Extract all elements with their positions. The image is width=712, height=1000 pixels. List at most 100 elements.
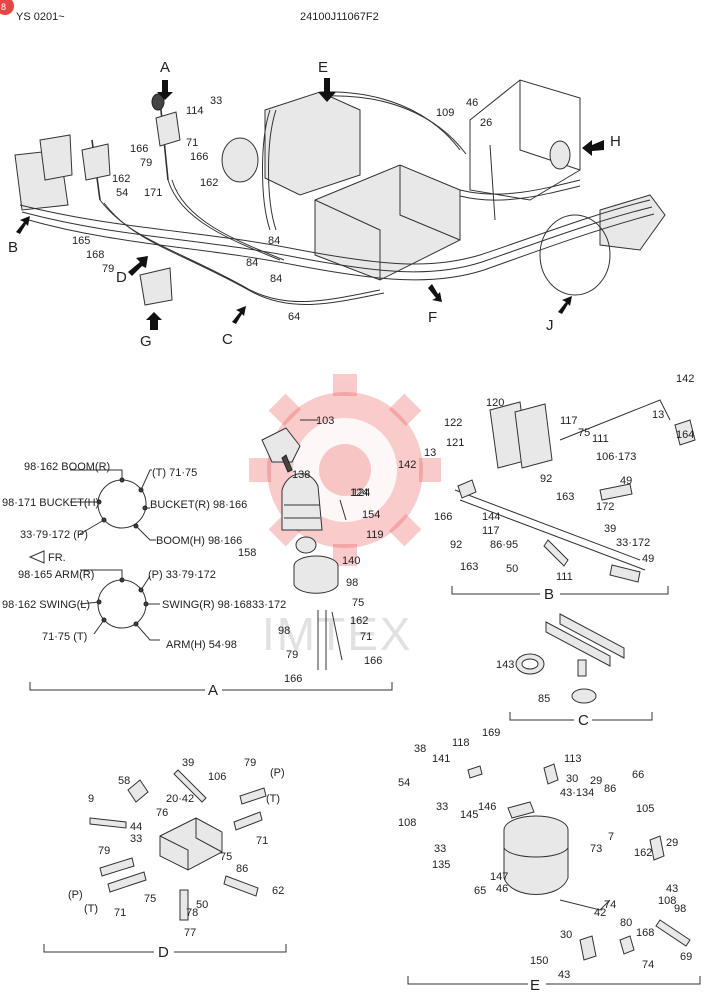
view-b-callouts: 142 13 164 122 120 117 75 111 106·173 12… <box>350 373 694 583</box>
callout: 124 <box>352 487 370 499</box>
callout: 114 <box>186 105 204 117</box>
callout: 172 <box>596 501 614 513</box>
callout: 162 <box>200 177 218 189</box>
callout: 33 <box>434 843 446 855</box>
callout: 7 <box>608 831 614 843</box>
callout: 79 <box>140 157 152 169</box>
main-callouts: 33 114 166 79 71 166 171 162 162 54 165 … <box>72 95 492 323</box>
callout: 109 <box>436 107 454 119</box>
callout: 166 <box>190 151 208 163</box>
callout: 75 <box>352 597 364 609</box>
callout: 113 <box>564 753 582 765</box>
callout: 124 <box>350 487 368 499</box>
callout: 117 <box>482 525 500 537</box>
callout: 165 <box>72 235 90 247</box>
callout: 42 <box>594 907 606 919</box>
callout: 43 <box>558 969 570 981</box>
callout: 54 <box>116 187 128 199</box>
view-d-callouts: 9 58 39 106 79 (P) 20·42 (T) 44 33 76 71… <box>68 757 285 939</box>
callout: 145 <box>460 809 478 821</box>
callout: 86 <box>236 863 248 875</box>
callout: 119 <box>366 529 384 541</box>
view-a-label: A <box>208 682 218 699</box>
arrow-e-label: E <box>318 59 328 76</box>
pattern-p-bottom: (P) 33·79·172 <box>148 569 216 581</box>
callout: 166 <box>130 143 148 155</box>
callout: 122 <box>444 417 462 429</box>
view-c-label: C <box>578 712 589 729</box>
callout: 111 <box>592 433 609 445</box>
callout: 13 <box>652 409 664 421</box>
callout: 84 <box>270 273 282 285</box>
view-e-label: E <box>530 977 540 994</box>
callout: 92 <box>450 539 462 551</box>
callout: 46 <box>466 97 478 109</box>
callout: 154 <box>362 509 380 521</box>
callout: 58 <box>118 775 130 787</box>
pattern-arm-r: 98·165 ARM(R) <box>18 569 94 581</box>
arrow-h-icon <box>582 140 604 156</box>
callout: 121 <box>446 437 464 449</box>
callout: 77 <box>184 927 196 939</box>
callout: 135 <box>432 859 450 871</box>
callout: 49 <box>642 553 654 565</box>
view-d: 9 58 39 106 79 (P) 20·42 (T) 44 33 76 71… <box>43 757 287 961</box>
callout: 62 <box>272 885 284 897</box>
callout: (P) <box>68 889 83 901</box>
callout: 9 <box>88 793 94 805</box>
callout: 162 <box>112 173 130 185</box>
view-e-frame <box>407 976 528 985</box>
callout: 108 <box>398 817 416 829</box>
arrow-d-icon <box>128 256 148 276</box>
arrow-j-icon <box>558 296 572 314</box>
callout: 146 <box>478 801 496 813</box>
callout: 164 <box>676 429 694 441</box>
arrow-c-icon <box>232 306 246 324</box>
view-b: 142 13 164 122 120 117 75 111 106·173 12… <box>350 373 696 603</box>
pattern-swing-r: SWING(R) 98·168 <box>162 599 252 611</box>
callout: 105 <box>636 803 654 815</box>
callout: (T) <box>266 793 280 805</box>
arrow-j-label: J <box>546 317 554 334</box>
callout: 168 <box>636 927 654 939</box>
callout: 33·172 <box>616 537 650 549</box>
pattern-p-top: 33·79·172 (P) <box>20 529 88 541</box>
callout: 33 <box>130 833 142 845</box>
callout: (T) <box>84 903 98 915</box>
callout: 29 <box>590 775 602 787</box>
arrow-b-label: B <box>8 239 18 256</box>
callout: 65 <box>474 885 486 897</box>
arrow-c-label: C <box>222 331 233 348</box>
callout: 162 <box>634 847 652 859</box>
arrow-f-icon <box>428 284 442 302</box>
pattern-boom-h: BOOM(H) 98·166 <box>156 535 242 547</box>
main-assembly-view: A B C D E F G H J 33 114 166 79 71 166 1… <box>8 59 666 350</box>
callout: 141 <box>432 753 450 765</box>
view-e-callouts: 38 118 169 113 141 30 54 43·134 29 66 33… <box>398 727 692 981</box>
callout: 13 <box>424 447 436 459</box>
callout: 43 <box>666 883 678 895</box>
callout: 150 <box>530 955 548 967</box>
view-c: 143 85 C <box>496 613 653 729</box>
pattern-bucket-r: BUCKET(R) 98·166 <box>150 499 247 511</box>
callout: 30 <box>566 773 578 785</box>
callout: 30 <box>560 929 572 941</box>
pattern-arm-h: ARM(H) 54·98 <box>166 639 237 651</box>
pattern-bucket-h: 98·171 BUCKET(H) <box>2 497 99 509</box>
callout: 143 <box>496 659 514 671</box>
view-a-frame <box>29 682 205 691</box>
callout: 66 <box>632 769 644 781</box>
model-range: YS 0201~ <box>16 11 65 23</box>
callout: 79 <box>98 845 110 857</box>
callout: 84 <box>246 257 258 269</box>
callout: (P) <box>270 767 285 779</box>
callout: 79 <box>286 649 298 661</box>
pattern-swing-l: 98·162 SWING(L) <box>2 599 90 611</box>
callout: 169 <box>482 727 500 739</box>
callout: 38 <box>414 743 426 755</box>
callout: 140 <box>342 555 360 567</box>
callout: 49 <box>620 475 632 487</box>
callout: 50 <box>196 899 208 911</box>
callout: 44 <box>130 821 142 833</box>
arrow-e-icon <box>318 78 336 102</box>
